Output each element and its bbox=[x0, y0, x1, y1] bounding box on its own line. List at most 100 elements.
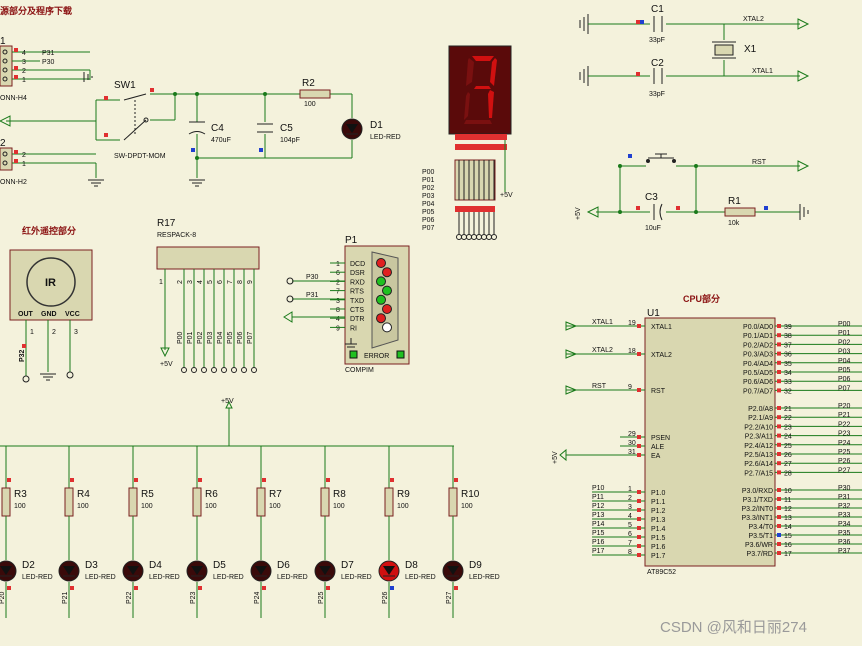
r2-ref: R2 bbox=[302, 78, 315, 89]
u1-pin-num: 32 bbox=[784, 388, 792, 395]
u1-pin-num: 36 bbox=[784, 352, 792, 359]
capacitor-c5[interactable]: C5 104pF bbox=[257, 123, 300, 152]
net-label: P10 bbox=[592, 485, 605, 492]
resistor-r2[interactable]: R2 100 bbox=[299, 78, 331, 108]
c1-ref: C1 bbox=[651, 4, 664, 15]
xtal2-label: XTAL2 bbox=[743, 16, 764, 23]
net-label: P06 bbox=[838, 376, 851, 383]
power-arrow bbox=[0, 115, 96, 127]
p1-pin-num: 7 bbox=[336, 289, 340, 296]
net-label: RST bbox=[592, 383, 607, 390]
seg-port: P03 bbox=[422, 193, 435, 200]
u1-pin-num: 6 bbox=[628, 531, 632, 538]
net-label: P03 bbox=[838, 349, 851, 356]
u1-pin-num: 10 bbox=[784, 488, 792, 495]
d1-value: LED-RED bbox=[370, 134, 401, 141]
watermark: CSDN @风和日丽274 bbox=[660, 619, 807, 636]
u1-pin-num: 14 bbox=[784, 524, 792, 531]
net-label: P20 bbox=[0, 591, 6, 604]
xtal1-label: XTAL1 bbox=[752, 68, 773, 75]
mcu-u1[interactable]: U1 AT89C52 XTAL119XTAL1XTAL218XTAL2RST9R… bbox=[552, 308, 862, 576]
net-label: P30 bbox=[306, 274, 319, 281]
u1-pin-label: P0.0/AD0 bbox=[743, 324, 773, 331]
net-label: P26 bbox=[382, 591, 389, 604]
reset-circuit[interactable]: RST C3 10uF R1 10k +5V bbox=[575, 153, 810, 232]
resistor bbox=[192, 487, 202, 517]
net-label: P00 bbox=[838, 321, 851, 328]
u1-pin-label: XTAL2 bbox=[651, 352, 672, 359]
r17-pin: 5 bbox=[207, 280, 214, 284]
ir-pin-out: OUT bbox=[18, 311, 34, 318]
u1-pin-label: EA bbox=[651, 453, 661, 460]
net-label: P11 bbox=[592, 494, 604, 501]
clock-circuit[interactable]: C1 33pF C2 33pF X1 XTAL2 XTAL1 bbox=[579, 4, 810, 98]
u1-pin-num: 11 bbox=[784, 497, 791, 504]
p1-signal: TXD bbox=[350, 298, 364, 305]
u1-pin-num: 9 bbox=[628, 384, 632, 391]
u1-pin-label: P0.6/AD6 bbox=[743, 379, 773, 386]
p1-status-led bbox=[382, 304, 392, 314]
u1-pin-num: 29 bbox=[628, 431, 636, 438]
u1-left-pins: XTAL119XTAL1XTAL218XTAL2RST9RSTPSEN29ALE… bbox=[559, 319, 672, 560]
connector-h4[interactable]: 1 4 3 2 1 P31 P30 ONN-H4 bbox=[0, 36, 91, 102]
u1-pin-num: 19 bbox=[628, 320, 636, 327]
u1-pin-label: P1.6 bbox=[651, 544, 666, 551]
segment-digit bbox=[464, 56, 497, 124]
net-label: P03 bbox=[207, 331, 214, 344]
u1-pin-label: P3.3/INT1 bbox=[741, 515, 773, 522]
led-d1[interactable]: D1 LED-RED bbox=[341, 118, 401, 141]
net-label: P36 bbox=[838, 539, 851, 546]
u1-pin-label: P2.2/A10 bbox=[744, 424, 773, 431]
p1-status-led bbox=[382, 285, 392, 296]
p1-error: ERROR bbox=[364, 353, 389, 360]
c4-ref: C4 bbox=[211, 123, 224, 134]
u1-pin-label: P3.0/RXD bbox=[742, 488, 773, 495]
u1-pin-num: 33 bbox=[784, 379, 792, 386]
net-label: P27 bbox=[446, 591, 453, 604]
seven-segment-display[interactable]: +5V P00 P01 P02 P03 P04 P05 P06 P07 bbox=[422, 45, 513, 240]
conn-h4-pin: 1 bbox=[22, 77, 26, 84]
net-label: P16 bbox=[592, 539, 605, 546]
net-label: P04 bbox=[838, 358, 851, 365]
net-label: P25 bbox=[318, 591, 325, 604]
net-label: P01 bbox=[187, 331, 194, 344]
ir-net: P32 bbox=[19, 349, 26, 362]
net-label: P21 bbox=[838, 412, 851, 419]
u1-pin-label: P3.1/TXD bbox=[743, 497, 773, 504]
p1-signal: RTS bbox=[350, 289, 364, 296]
net-label: P05 bbox=[838, 367, 851, 374]
u1-pin-label: P0.2/AD2 bbox=[743, 342, 773, 349]
u1-pin-label: XTAL1 bbox=[651, 324, 672, 331]
led-value: LED-RED bbox=[469, 574, 500, 581]
conn-h4-pin: 4 bbox=[22, 50, 26, 57]
net-label: P22 bbox=[838, 421, 851, 428]
u1-pin-label: P2.7/A15 bbox=[744, 470, 773, 477]
capacitor-c4[interactable]: C4 470uF bbox=[188, 121, 231, 152]
r17-name: RESPACK-8 bbox=[157, 232, 196, 239]
conn-h4-pin: 3 bbox=[22, 59, 26, 66]
r17-pin: 3 bbox=[187, 280, 194, 284]
led-value: LED-RED bbox=[85, 574, 116, 581]
net-label: P02 bbox=[197, 331, 204, 344]
r17-pin: 7 bbox=[227, 280, 234, 284]
led-bank[interactable]: +5V R3100D2LED-REDP20R4100D3LED-REDP21R5… bbox=[0, 398, 500, 618]
u1-part: AT89C52 bbox=[647, 569, 676, 576]
p1-signal: DSR bbox=[350, 270, 365, 277]
c2-value: 33pF bbox=[649, 91, 665, 98]
ground-symbol bbox=[189, 179, 205, 187]
p1-pin-num: 6 bbox=[336, 270, 340, 277]
connector-h2[interactable]: 2 2 1 ONN-H2 bbox=[0, 138, 97, 186]
net-label: P24 bbox=[838, 440, 851, 447]
switch-sw1[interactable]: SW1 SW-DPDT-MOM bbox=[95, 80, 175, 160]
r17-pin: 1 bbox=[159, 279, 163, 286]
p1-pin-num: 9 bbox=[336, 325, 340, 332]
ir-receiver[interactable]: IR OUT GND VCC 1 2 3 P32 bbox=[9, 249, 93, 383]
net-label: P25 bbox=[838, 449, 851, 456]
u1-pin-label: P1.2 bbox=[651, 508, 666, 515]
u1-pin-num: 3 bbox=[628, 504, 632, 511]
conn-h2-pin: 2 bbox=[22, 152, 26, 159]
u1-pin-num: 5 bbox=[628, 522, 632, 529]
net-label: P33 bbox=[838, 512, 851, 519]
